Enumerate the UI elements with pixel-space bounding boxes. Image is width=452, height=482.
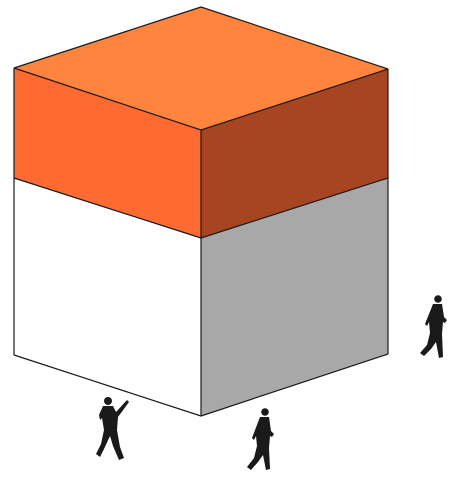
person-pointing: [96, 397, 129, 460]
upper-side-face: [201, 69, 388, 238]
lower-volume: [14, 178, 388, 416]
lower-front-face: [14, 178, 201, 416]
person-pointing-body: [96, 400, 129, 460]
person-walking-center-head: [261, 408, 269, 416]
person-walking-center-body: [247, 417, 274, 470]
block-outline: [13, 6, 389, 417]
person-pointing-head: [104, 397, 112, 405]
upper-front-face: [14, 68, 201, 238]
lower-side-face: [201, 178, 388, 416]
person-walking-right-head: [434, 295, 442, 303]
person-walking-right: [420, 295, 447, 358]
person-walking-right-body: [420, 304, 447, 358]
person-walking-center: [247, 408, 274, 470]
